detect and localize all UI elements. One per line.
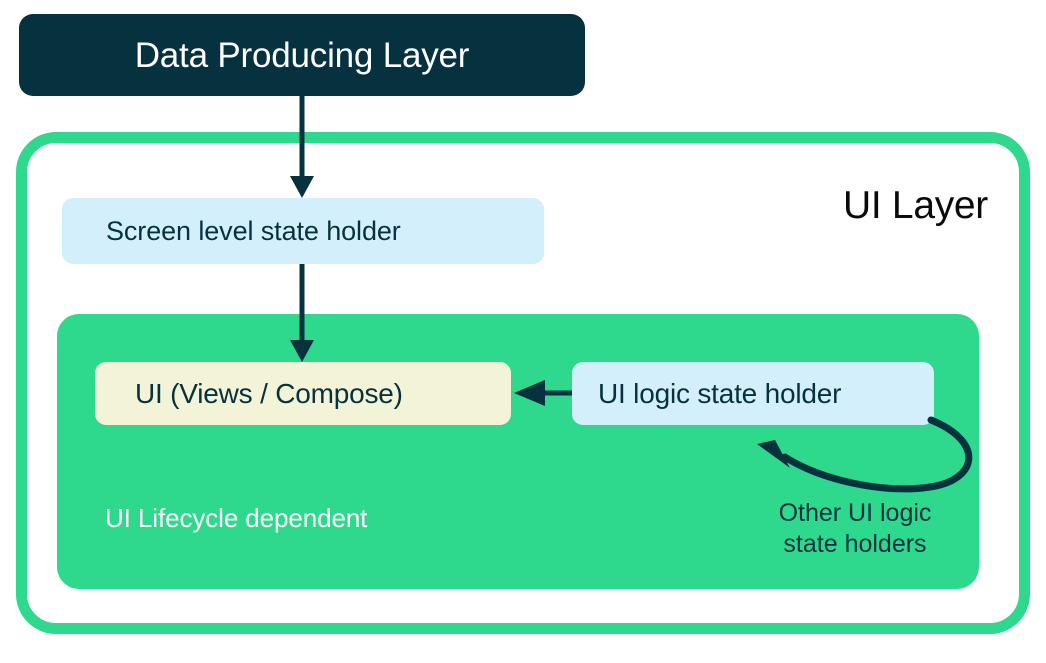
- ui-logic-state-holder-box: UI logic state holder: [572, 362, 934, 425]
- other-holders-line-1: Other UI logic: [778, 499, 932, 527]
- ui-lifecycle-dependent-label: UI Lifecycle dependent: [105, 503, 368, 533]
- ui-layer-title: UI Layer: [843, 184, 988, 227]
- other-ui-logic-state-holders-caption: Other UI logic state holders: [755, 498, 955, 561]
- other-holders-line-2: state holders: [783, 530, 927, 559]
- ui-views-compose-box: UI (Views / Compose): [95, 362, 511, 425]
- ui-views-compose-label: UI (Views / Compose): [135, 377, 403, 409]
- screen-level-state-holder-box: Screen level state holder: [62, 198, 544, 264]
- ui-logic-state-holder-label: UI logic state holder: [598, 377, 842, 409]
- screen-level-state-holder-label: Screen level state holder: [106, 215, 401, 246]
- data-producing-layer-label: Data Producing Layer: [134, 35, 470, 75]
- data-producing-layer-box: Data Producing Layer: [19, 14, 585, 96]
